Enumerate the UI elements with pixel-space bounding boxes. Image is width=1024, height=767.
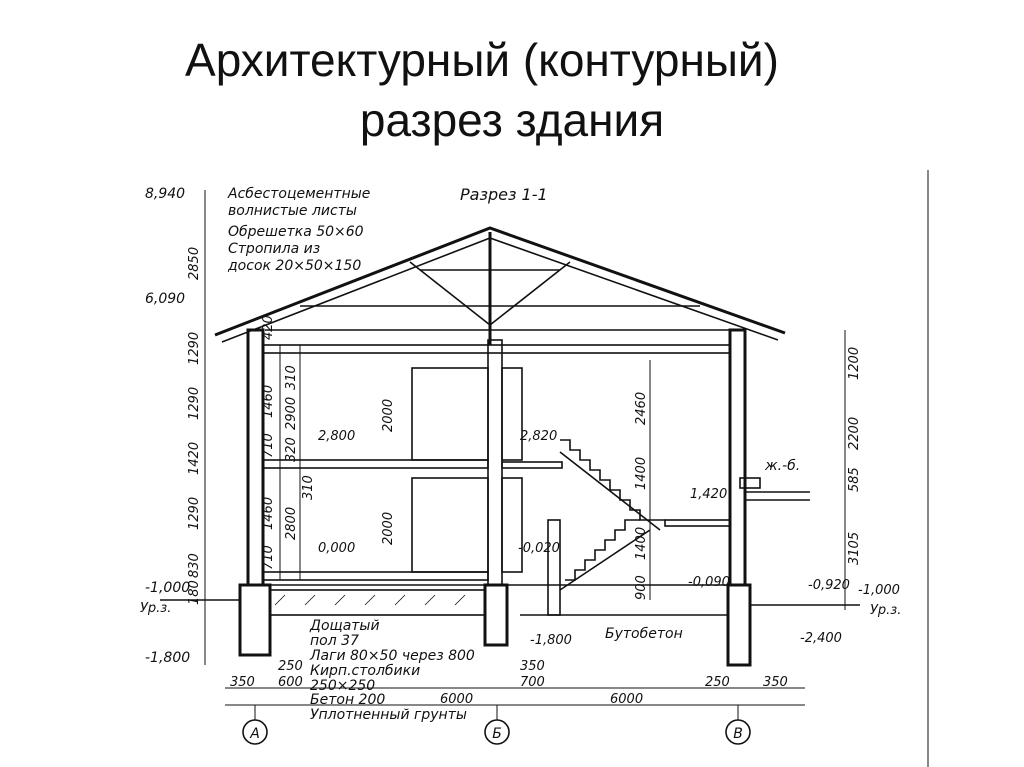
roof xyxy=(214,226,786,345)
chain-dim: 1420 xyxy=(187,442,202,475)
stairs xyxy=(547,439,665,616)
chain-dim: 1460 xyxy=(261,497,276,530)
chain-dim: 710 xyxy=(261,545,276,570)
doors xyxy=(411,367,523,573)
floor-note: Кирп.столбики xyxy=(310,663,420,679)
chain-dim: 310 xyxy=(301,475,316,500)
chain-dim: 2900 xyxy=(284,397,299,430)
floor-note: Дощатый xyxy=(309,618,380,634)
elevation-label: -1,800 xyxy=(145,650,190,666)
axis-label-v: В xyxy=(733,726,743,742)
bottom-dim: 350 xyxy=(763,675,788,690)
mark-label: -0,920 xyxy=(808,578,850,593)
bottom-dim: 250 xyxy=(705,675,730,690)
axis-label-b: Б xyxy=(492,726,502,742)
section-label: Разрез 1-1 xyxy=(460,185,548,204)
roof-note: Обрешетка 50×60 xyxy=(228,224,364,240)
axis-bubble-a xyxy=(242,719,268,745)
mark-label: -1,000 xyxy=(858,583,900,598)
mark-label: 2,800 xyxy=(318,429,355,444)
axis-label-a: А xyxy=(249,726,260,742)
chain-dim: 1460 xyxy=(261,385,276,418)
floor-note: пол 37 xyxy=(310,633,359,649)
chain-dim: 310 xyxy=(284,365,299,390)
right-chain: 1200 2200 585 3105 xyxy=(847,347,862,565)
bottom-dim: 6000 xyxy=(440,692,473,707)
stair-dim: 900 xyxy=(634,575,649,600)
inner-marks: 2,800 0,000 2,820 -0,020 1,420 -0,090 -1… xyxy=(318,429,900,648)
ground-level-left: Ур.з. xyxy=(140,601,171,616)
axis-bubble-b xyxy=(484,719,510,745)
chain-dim: 1290 xyxy=(187,387,202,420)
dimension-lines xyxy=(204,190,846,720)
title-line-1: Архитектурный (контурный) xyxy=(185,34,779,86)
foundations xyxy=(160,583,860,667)
inner-chain-a: 420 1460 710 1460 710 xyxy=(261,315,276,570)
bottom-dim: 6000 xyxy=(610,692,643,707)
floor-notes: Дощатый пол 37 Лаги 80×50 через 800 Кирп… xyxy=(309,618,475,723)
mark-label: 1,420 xyxy=(690,487,727,502)
zhb-label: ж.-б. xyxy=(764,458,800,474)
chain-dim: 320 xyxy=(284,437,299,462)
stair-dim: 1400 xyxy=(634,457,649,490)
chain-dim: 830 xyxy=(187,553,202,578)
left-chain: 2850 1290 1290 1420 1290 830 180 xyxy=(187,247,202,605)
stair-dims: 2460 1400 1400 900 xyxy=(634,392,649,600)
mark-label: -1,800 xyxy=(530,633,572,648)
chain-dim: 2200 xyxy=(847,417,862,450)
roof-notes: Асбестоцементные волнистые листы Обрешет… xyxy=(227,186,370,274)
chain-dim: 1290 xyxy=(187,332,202,365)
roof-note: досок 20×50×150 xyxy=(227,258,361,274)
elevation-label: 8,940 xyxy=(145,186,185,202)
left-elevations: 8,940 6,090 -1,000 -1,800 xyxy=(145,186,190,666)
bottom-dim: 350 xyxy=(230,675,255,690)
inner-chain-b: 310 2900 320 2800 310 xyxy=(284,365,316,540)
chain-dim: 1290 xyxy=(187,497,202,530)
door-height: 2000 xyxy=(381,512,396,545)
chain-dim: 180 xyxy=(187,580,202,605)
elevation-label: -1,000 xyxy=(145,580,190,596)
chain-dim: 710 xyxy=(261,433,276,458)
title-line-2: разрез здания xyxy=(359,94,665,146)
chain-dim: 3105 xyxy=(847,532,862,565)
bottom-dim: 600 xyxy=(278,675,303,690)
floor-note: Уплотненный грунты xyxy=(310,707,467,723)
bottom-dim: 250 xyxy=(278,659,303,674)
roof-note: волнистые листы xyxy=(228,203,357,219)
bottom-dims: 250 600 350 6000 350 700 6000 250 350 xyxy=(230,659,788,707)
roof-note: Асбестоцементные xyxy=(227,186,370,202)
chain-dim: 2850 xyxy=(187,247,202,280)
axis-markers: А Б В xyxy=(242,719,751,745)
slide-title: Архитектурный (контурный) разрез здания xyxy=(0,30,1024,150)
mark-label: -0,090 xyxy=(688,575,730,590)
chain-dim: 1200 xyxy=(847,347,862,380)
floor-note: Бетон 200 xyxy=(310,692,385,708)
chain-dim: 2800 xyxy=(284,507,299,540)
stair-dim: 2460 xyxy=(634,392,649,425)
bottom-dim: 350 xyxy=(520,659,545,674)
butobeton-label: Бутобетон xyxy=(605,626,683,642)
roof-note: Стропила из xyxy=(228,241,320,257)
door-heights: 2000 2000 xyxy=(381,399,396,545)
mark-label: -2,400 xyxy=(800,631,842,646)
axis-bubble-v xyxy=(725,719,751,745)
ground-level-right: Ур.з. xyxy=(870,603,901,618)
mark-label: 0,000 xyxy=(318,541,355,556)
bottom-dim: 700 xyxy=(520,675,545,690)
elevation-label: 6,090 xyxy=(145,291,185,307)
stair-dim: 1400 xyxy=(634,527,649,560)
floor-note: Лаги 80×50 через 800 xyxy=(309,648,475,664)
chain-dim: 585 xyxy=(847,467,862,492)
chain-dim: 420 xyxy=(261,315,276,340)
mark-label: 2,820 xyxy=(520,429,557,444)
mark-label: -0,020 xyxy=(518,541,560,556)
floor-note: 250×250 xyxy=(310,678,375,694)
door-height: 2000 xyxy=(381,399,396,432)
